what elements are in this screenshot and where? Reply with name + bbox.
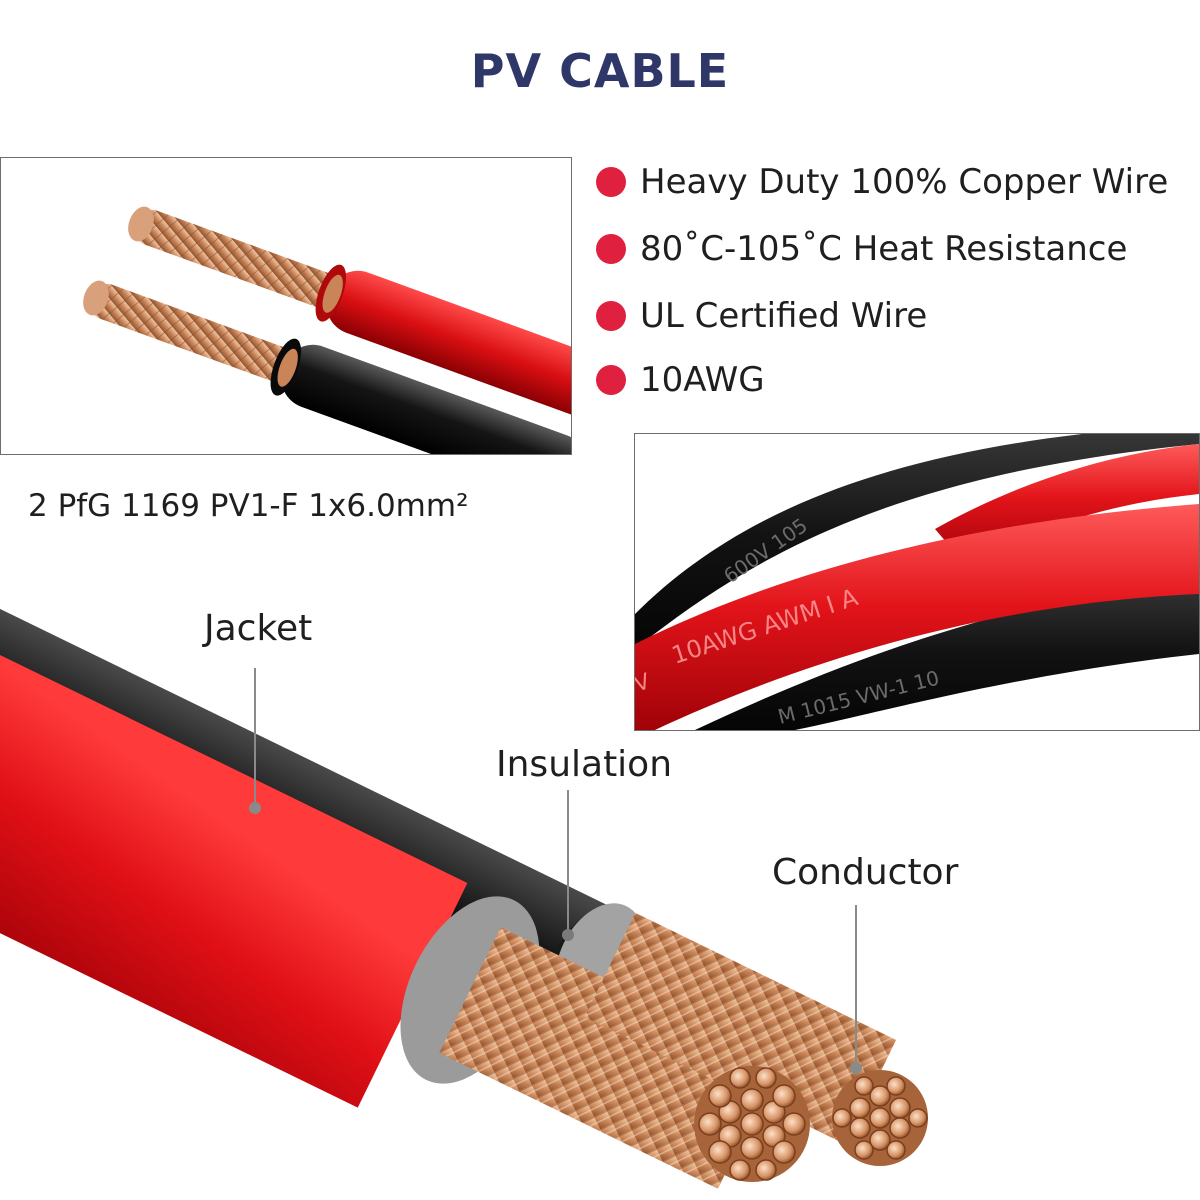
wire-closeup-image [0,157,572,455]
feature-text: 80˚C-105˚C Heat Resistance [640,229,1128,269]
insulation-leader-dot [562,929,574,941]
feature-item: 80˚C-105˚C Heat Resistance [596,224,1127,274]
conductor-leader-dot [850,1062,862,1074]
bullet-icon [596,301,626,331]
feature-text: 10AWG [640,360,765,400]
bullet-icon [596,167,626,197]
jacket-label: Jacket [204,608,313,649]
feature-item: Heavy Duty 100% Copper Wire [596,157,1168,207]
conductor-label: Conductor [772,852,959,893]
insulation-label: Insulation [496,744,673,785]
jacket-leader-dot [249,802,261,814]
feature-text: UL Certified Wire [640,296,928,336]
spec-label: 2 PfG 1169 PV1-F 1x6.0mm² [28,488,469,524]
printed-cable-image: 10AWG AWM I A 600V 105 M 1015 VW-1 10 V [634,433,1200,731]
feature-item: UL Certified Wire [596,291,927,341]
stripped-wires-illustration [83,206,571,454]
page-title: PV CABLE [470,44,730,98]
feature-text: Heavy Duty 100% Copper Wire [640,162,1169,202]
printed-cable-illustration: 10AWG AWM I A 600V 105 M 1015 VW-1 10 V [635,434,1199,730]
feature-item: 10AWG [596,355,765,405]
bullet-icon [596,234,626,264]
bullet-icon [596,365,626,395]
